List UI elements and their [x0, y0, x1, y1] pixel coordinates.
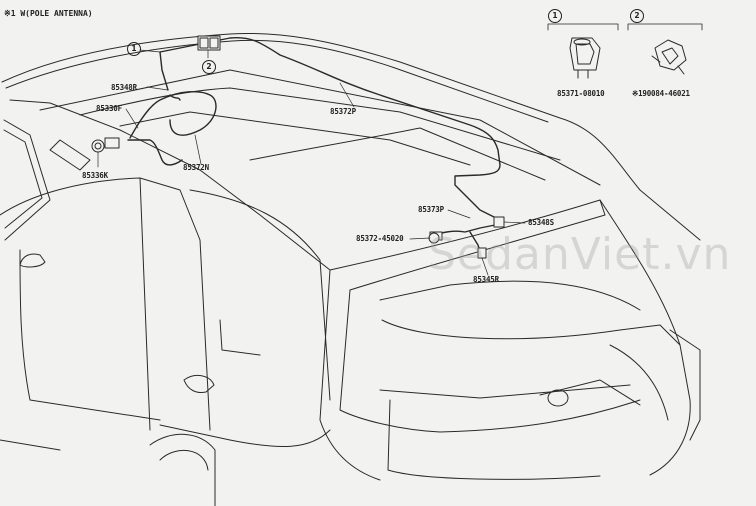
label-85330F: 85330F — [96, 104, 122, 113]
label-85372P: 85372P — [330, 107, 356, 116]
header-note: ※1 W(POLE ANTENNA) — [4, 9, 93, 18]
callout-2: 2 — [202, 60, 216, 74]
inset-frames — [547, 23, 703, 31]
label-85345R: 85345R — [473, 275, 499, 284]
label-85348R: 85348R — [111, 83, 137, 92]
label-85372N: 85372N — [183, 163, 209, 172]
label-85371-08010: 85371-08010 — [557, 89, 605, 98]
callout-1: 1 — [127, 42, 141, 56]
antenna-connectors — [91, 35, 505, 259]
vehicle-side-outline — [0, 99, 331, 506]
inset-callout-1: 1 — [548, 9, 562, 23]
label-85336K: 85336K — [82, 171, 108, 180]
clip-85371-08010 — [569, 37, 601, 79]
inset-callout-2: 2 — [630, 9, 644, 23]
vehicle-roof-outline — [1, 32, 701, 241]
clip-90084-46021 — [651, 39, 687, 75]
label-85373P: 85373P — [418, 205, 444, 214]
label-90084-46021: ※190084-46021 — [632, 89, 690, 98]
label-85348S: 85348S — [528, 218, 554, 227]
vehicle-rear-outline — [319, 199, 701, 481]
leader-lines — [97, 49, 526, 276]
watermark: SedanViet.vn — [428, 229, 732, 280]
label-85372-45020: 85372-45020 — [356, 234, 404, 243]
